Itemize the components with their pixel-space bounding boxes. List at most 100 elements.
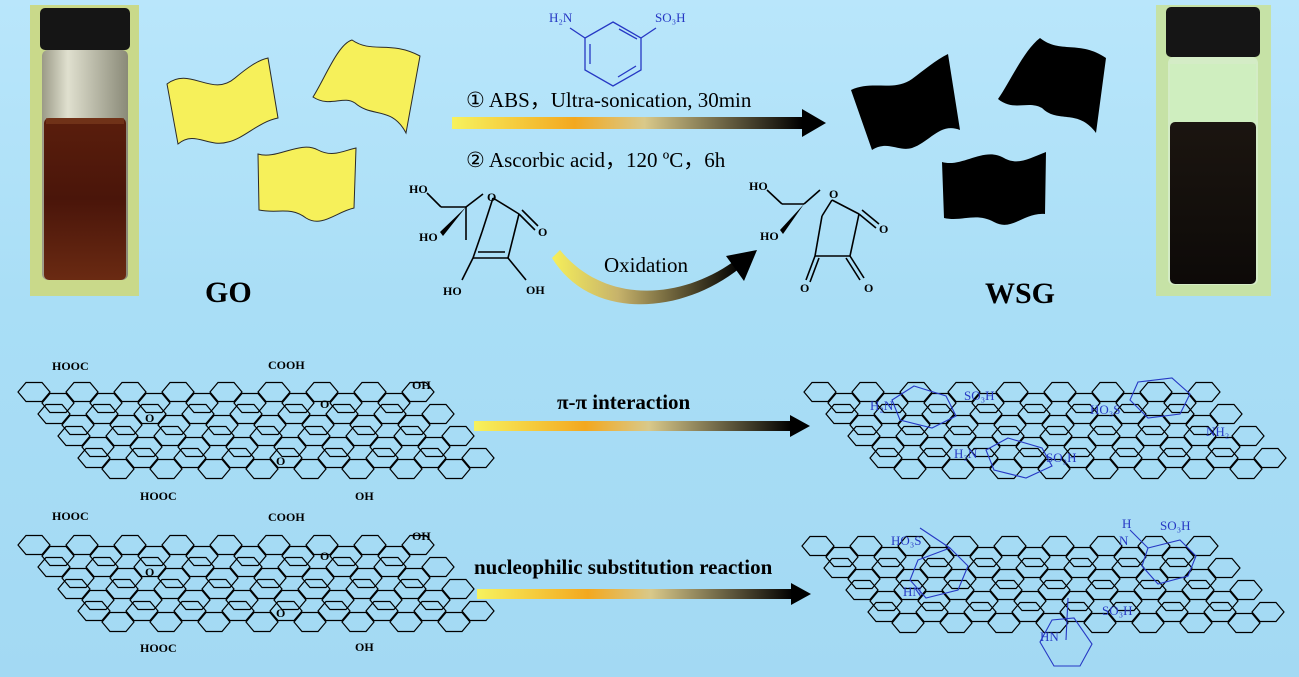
graphene-ring — [1067, 392, 1101, 414]
go1-o-epoxy-2: O — [145, 411, 154, 425]
graphene-ring — [1137, 414, 1171, 436]
go2-o-epoxy-2: O — [145, 565, 154, 579]
go2-oh-bottom: OH — [355, 640, 374, 654]
graphene-ring — [85, 403, 119, 425]
abs-overlay-covalent — [909, 527, 1197, 667]
graphene-ring — [919, 557, 953, 579]
graphene-ring — [77, 600, 111, 622]
graphene-ring — [109, 567, 143, 589]
graphene-ring — [281, 392, 315, 414]
ascorbic-acid-structure — [426, 192, 539, 281]
pi-h2n-2: H₂N — [954, 446, 978, 461]
graphene-ring — [871, 436, 905, 458]
dha-o-1: O — [800, 281, 809, 295]
graphene-ring — [257, 381, 291, 403]
go1-hooc-bottom: HOOC — [140, 489, 177, 503]
graphene-ring — [845, 579, 879, 601]
go-label: GO — [205, 276, 252, 309]
cov-hn-1: HN — [903, 584, 922, 599]
graphene-ring — [133, 556, 167, 578]
abs-nh2-label: H₂N — [549, 10, 573, 25]
graphene-ring — [1205, 447, 1239, 469]
aa-ho-top: HO — [409, 182, 428, 196]
graphene-ring — [1181, 579, 1215, 601]
graphene-ring — [873, 403, 907, 425]
cov-so3h-1: SO₃H — [1160, 518, 1191, 533]
graphene-ring — [197, 611, 231, 633]
graphene-ring — [441, 578, 475, 600]
graphene-ring — [417, 436, 451, 458]
graphene-ring — [1113, 546, 1147, 568]
wsg-sheets — [851, 38, 1106, 225]
graphene-ring — [1155, 601, 1189, 623]
graphene-ring — [919, 436, 953, 458]
graphene-ring — [353, 534, 387, 556]
aa-ring-o: O — [487, 190, 496, 204]
step-2-label: ② Ascorbic acid，120 ºC，6h — [466, 148, 726, 172]
graphene-ring — [823, 557, 857, 579]
graphene-ring — [61, 567, 95, 589]
nucleophilic-label: nucleophilic substitution reaction — [474, 555, 773, 579]
graphene-ring — [377, 392, 411, 414]
dha-carbonyl-o: O — [879, 222, 888, 236]
graphene-ring — [85, 556, 119, 578]
cov-so3h-2: SO₃H — [1102, 603, 1133, 618]
graphene-ring — [89, 392, 123, 414]
graphene-ring — [325, 403, 359, 425]
graphene-ring — [349, 414, 383, 436]
graphene-ring — [373, 403, 407, 425]
graphene-ring — [1087, 425, 1121, 447]
abs-overlay-pi — [891, 377, 1191, 479]
graphene-ring — [987, 612, 1021, 634]
graphene-ring — [257, 534, 291, 556]
graphene-ring — [1157, 590, 1191, 612]
graphene-ring — [1161, 403, 1195, 425]
graphene-ring — [273, 436, 307, 458]
graphene-ring — [161, 381, 195, 403]
graphene-ring — [1041, 535, 1075, 557]
graphene-ring — [321, 589, 355, 611]
go1-o-epoxy-3: O — [276, 454, 285, 468]
graphene-ring — [917, 447, 951, 469]
graphene-ring — [353, 381, 387, 403]
graphene-ring — [341, 458, 375, 480]
graphene-ring — [1089, 535, 1123, 557]
graphene-ring — [965, 447, 999, 469]
graphene-ring — [57, 425, 91, 447]
graphene-ring — [125, 447, 159, 469]
dha-ho-mid: HO — [760, 229, 779, 243]
graphene-ring — [345, 578, 379, 600]
graphene-ring — [1203, 601, 1237, 623]
graphene-ring — [125, 600, 159, 622]
graphene-ring — [1205, 590, 1239, 612]
graphene-ring — [947, 381, 981, 403]
graphene-ring — [393, 578, 427, 600]
graphene-ring — [873, 546, 907, 568]
graphene-ring — [989, 579, 1023, 601]
pi-so3h-2: SO₃H — [1046, 450, 1077, 465]
graphene-ring — [1159, 436, 1193, 458]
graphene-ring — [897, 535, 931, 557]
graphene-ring — [201, 425, 235, 447]
graphene-ring — [369, 436, 403, 458]
graphene-ring — [917, 590, 951, 612]
graphene-ring — [1065, 546, 1099, 568]
graphene-ring — [437, 458, 471, 480]
graphene-ring — [389, 611, 423, 633]
graphene-ring — [341, 611, 375, 633]
graphene-ring — [397, 567, 431, 589]
dha-o-2: O — [864, 281, 873, 295]
graphene-ring — [133, 403, 167, 425]
graphene-ring — [1015, 557, 1049, 579]
graphene-ring — [249, 425, 283, 447]
graphene-ring — [945, 414, 979, 436]
graphene-ring — [305, 534, 339, 556]
graphene-ring — [991, 425, 1025, 447]
graphene-ring — [277, 403, 311, 425]
graphene-ring — [1185, 414, 1219, 436]
graphene-ring — [233, 392, 267, 414]
aa-ho-bottom: HO — [443, 284, 462, 298]
graphene-ring — [17, 381, 51, 403]
graphene-ring — [89, 545, 123, 567]
